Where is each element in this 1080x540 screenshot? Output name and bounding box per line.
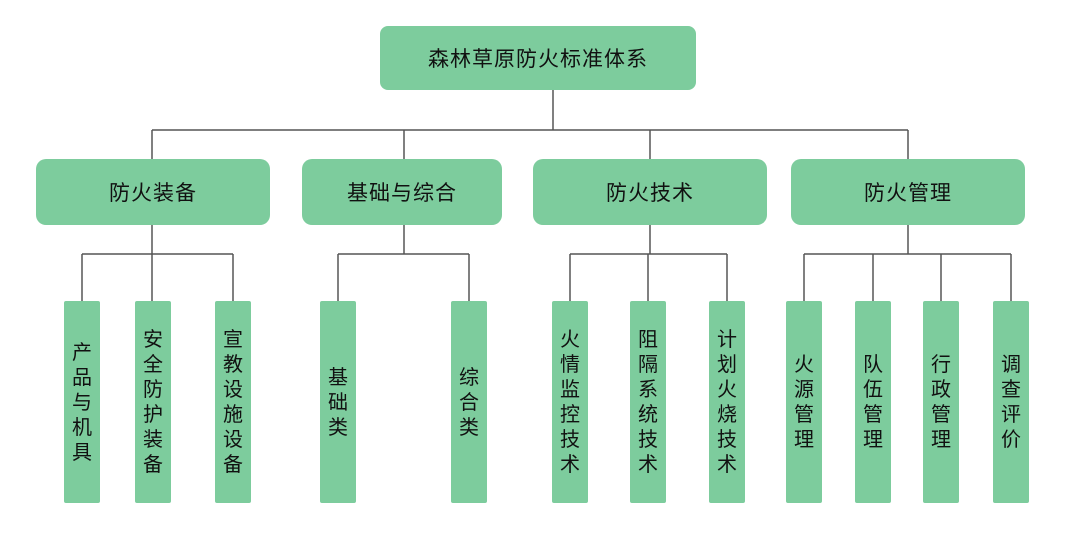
leaf-publicity-facilities: 宣教设施设备 <box>215 301 251 503</box>
category-management: 防火管理 <box>791 159 1025 225</box>
leaf-label: 综合类 <box>459 364 479 439</box>
leaf-team-management: 队伍管理 <box>855 301 891 503</box>
category-label: 防火装备 <box>109 181 197 205</box>
leaf-products-machinery: 产品与机具 <box>64 301 100 503</box>
category-label: 防火技术 <box>606 181 694 205</box>
category-label: 基础与综合 <box>347 181 457 205</box>
leaf-label: 计划火烧技术 <box>717 327 737 476</box>
leaf-label: 宣教设施设备 <box>223 327 243 476</box>
leaf-investigation-evaluation: 调查评价 <box>993 301 1029 503</box>
category-technology: 防火技术 <box>533 159 767 225</box>
leaf-label: 行政管理 <box>931 352 951 451</box>
leaf-label: 火源管理 <box>794 352 814 451</box>
leaf-barrier-system: 阻隔系统技术 <box>630 301 666 503</box>
leaf-fire-source-management: 火源管理 <box>786 301 822 503</box>
leaf-label: 基础类 <box>328 364 348 439</box>
root-node: 森林草原防火标准体系 <box>380 26 696 90</box>
leaf-label: 队伍管理 <box>863 352 883 451</box>
leaf-label: 调查评价 <box>1001 352 1021 451</box>
category-basic-comprehensive: 基础与综合 <box>302 159 502 225</box>
root-label: 森林草原防火标准体系 <box>428 47 648 71</box>
category-label: 防火管理 <box>864 181 952 205</box>
leaf-administrative-management: 行政管理 <box>923 301 959 503</box>
category-equipment: 防火装备 <box>36 159 270 225</box>
leaf-label: 火情监控技术 <box>560 327 580 476</box>
leaf-basic: 基础类 <box>320 301 356 503</box>
leaf-label: 安全防护装备 <box>143 327 163 476</box>
leaf-label: 阻隔系统技术 <box>638 327 658 476</box>
leaf-label: 产品与机具 <box>72 339 92 464</box>
leaf-fire-monitoring: 火情监控技术 <box>552 301 588 503</box>
leaf-prescribed-burning: 计划火烧技术 <box>709 301 745 503</box>
leaf-comprehensive: 综合类 <box>451 301 487 503</box>
leaf-safety-protective-equipment: 安全防护装备 <box>135 301 171 503</box>
